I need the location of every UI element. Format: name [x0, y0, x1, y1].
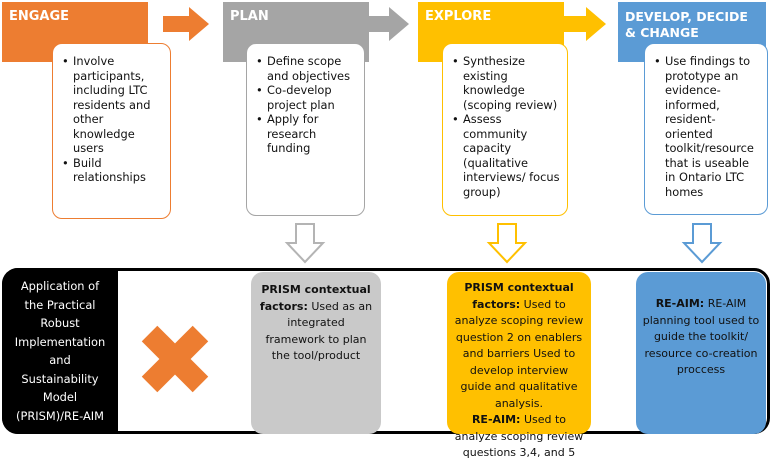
stage-item: Build relationships — [62, 156, 166, 185]
factor-text: Used as an integrated framework to plan … — [265, 299, 373, 363]
stage-item: Synthesize existing knowledge (scoping r… — [452, 54, 563, 112]
factor-heading: RE-AIM: — [655, 297, 705, 310]
factor-text: RE-AIM planning tool used to guide the t… — [642, 297, 760, 376]
band-label: Application of the Practical Robust Impl… — [2, 268, 118, 434]
stage-title: EXPLORE — [425, 9, 492, 24]
factor-box-develop: RE-AIM: RE-AIM planning tool used to gui… — [636, 272, 766, 434]
factor-heading: PRISM contextual factors: — [464, 281, 574, 311]
stage-title: DEVELOP, DECIDE & CHANGE — [625, 9, 748, 40]
factor-text: Used to analyze scoping review questions… — [454, 413, 584, 459]
stage-title: PLAN — [230, 9, 269, 24]
right-arrow-icon — [163, 7, 209, 41]
stage-item-list: Use findings to prototype an evidence-in… — [645, 44, 767, 199]
stage-card-explore: Synthesize existing knowledge (scoping r… — [442, 43, 568, 216]
stage-item-list: Define scope and objectives Co-develop p… — [247, 44, 364, 156]
stage-item: Co-develop project plan — [256, 83, 360, 112]
stage-item: Involve participants, including LTC resi… — [62, 54, 166, 156]
factor-box-plan: PRISM contextual factors: Used as an int… — [251, 272, 381, 434]
right-arrow-icon — [363, 7, 409, 41]
stage-item: Define scope and objectives — [256, 54, 360, 83]
stage-item: Apply for research funding — [256, 112, 360, 156]
factor-heading: PRISM contextual factors: — [259, 283, 371, 313]
stage-card-engage: Involve participants, including LTC resi… — [52, 43, 171, 219]
down-arrow-icon — [486, 223, 528, 264]
stage-title: ENGAGE — [9, 9, 70, 24]
stage-card-plan: Define scope and objectives Co-develop p… — [246, 43, 365, 216]
band-label-text: Application of the Practical Robust Impl… — [14, 279, 106, 423]
down-arrow-icon — [284, 223, 326, 264]
factor-box-explore: PRISM contextual factors: Used to analyz… — [447, 272, 591, 459]
stage-item: Assess community capacity (qualitative i… — [452, 112, 563, 199]
stage-card-develop: Use findings to prototype an evidence-in… — [644, 43, 768, 215]
factor-heading: RE-AIM: — [471, 413, 521, 426]
cross-icon — [141, 325, 209, 393]
stage-item-list: Involve participants, including LTC resi… — [53, 44, 170, 185]
right-arrow-icon — [560, 7, 606, 41]
down-arrow-icon — [681, 223, 723, 264]
factor-text: Used to analyze scoping review question … — [454, 297, 584, 410]
stage-item: Use findings to prototype an evidence-in… — [654, 54, 763, 199]
stage-item-list: Synthesize existing knowledge (scoping r… — [443, 44, 567, 199]
